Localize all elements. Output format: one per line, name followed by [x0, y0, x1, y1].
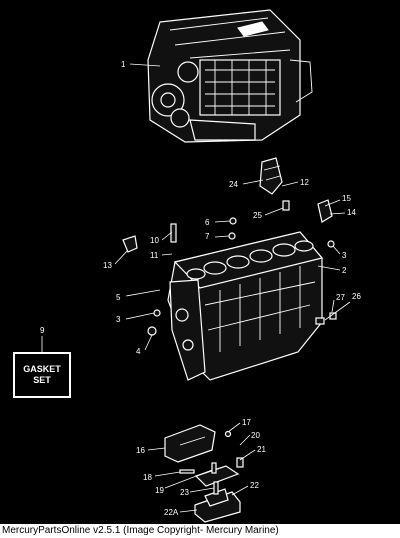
callout-9: 9 — [40, 326, 45, 335]
callout-6: 6 — [205, 218, 210, 227]
callout-2: 2 — [342, 266, 347, 275]
callout-3-right: 3 — [342, 251, 347, 260]
callout-16: 16 — [136, 446, 145, 455]
callout-20: 20 — [251, 431, 260, 440]
callout-25: 25 — [253, 211, 262, 220]
callout-19: 19 — [155, 486, 164, 495]
callout-12: 12 — [300, 178, 309, 187]
callout-3-left: 3 — [116, 315, 121, 324]
engine-assembly — [147, 9, 313, 143]
callout-26: 26 — [352, 292, 361, 301]
callout-15: 15 — [342, 194, 351, 203]
leader-lines — [114, 63, 351, 513]
callout-7: 7 — [205, 232, 210, 241]
callout-24: 24 — [229, 180, 238, 189]
small-parts — [122, 157, 337, 336]
callout-27: 27 — [336, 293, 345, 302]
gasket-set-box: GASKET SET — [13, 352, 71, 398]
image-caption: MercuryPartsOnline v2.5.1 (Image Copyrig… — [0, 524, 400, 538]
callout-13: 13 — [103, 261, 112, 270]
callout-14: 14 — [347, 208, 356, 217]
callout-22a: 22A — [164, 508, 179, 517]
callout-17: 17 — [242, 418, 251, 427]
callout-11: 11 — [150, 251, 159, 260]
exploded-parts-diagram: 1 24 12 15 14 6 25 7 10 11 13 3 2 5 3 27… — [40, 9, 361, 523]
callout-18: 18 — [143, 473, 152, 482]
callout-21: 21 — [257, 445, 266, 454]
callout-1: 1 — [121, 60, 126, 69]
engine-mount-assembly — [164, 424, 244, 523]
gasket-set-line2: SET — [33, 375, 51, 385]
callout-5: 5 — [116, 293, 121, 302]
callout-labels: 1 24 12 15 14 6 25 7 10 11 13 3 2 5 3 27… — [103, 60, 361, 517]
callout-4: 4 — [136, 347, 141, 356]
callout-22: 22 — [250, 481, 259, 490]
gasket-set-line1: GASKET — [23, 364, 61, 374]
callout-10: 10 — [150, 236, 159, 245]
callout-23: 23 — [180, 488, 189, 497]
cylinder-block — [167, 231, 324, 381]
